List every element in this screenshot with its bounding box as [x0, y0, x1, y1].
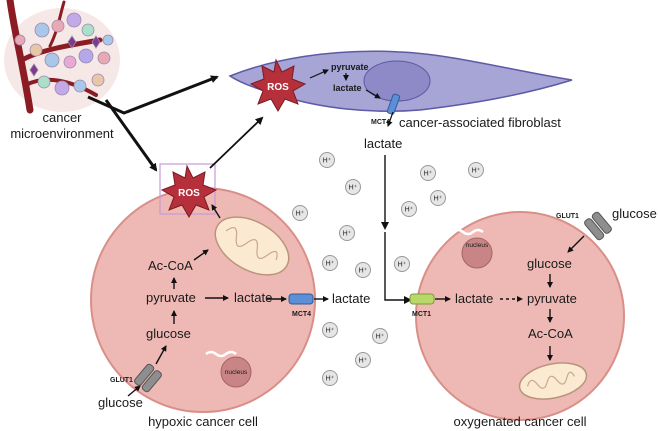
hyp-pyruvate-label: pyruvate	[146, 290, 196, 305]
oxy-glucose-label: glucose	[527, 256, 572, 271]
hplus-ion: H⁺	[394, 256, 410, 272]
arrow-caf-lactate-to-mct4	[365, 89, 381, 99]
hypoxic-dna-strand	[205, 350, 237, 358]
hypoxic-nucleus-label: nucleus	[225, 369, 248, 376]
tumor-cells	[14, 12, 114, 96]
hypoxic-cell-label: hypoxic cancer cell	[148, 414, 258, 429]
hplus-ion: H⁺	[468, 162, 484, 178]
svg-text:H⁺: H⁺	[326, 376, 335, 383]
caf-mct4-transporter	[386, 93, 401, 115]
hplus-ion: H⁺	[292, 205, 308, 221]
caf-label: cancer-associated fibroblast	[399, 115, 561, 130]
tme-label-line-2: microenvironment	[10, 126, 114, 141]
caf-lactate-label: lactate	[333, 83, 362, 93]
hypoxic-nucleus	[220, 356, 252, 388]
svg-text:H⁺: H⁺	[405, 207, 414, 214]
oxy-glut1-label: GLUT1	[556, 213, 579, 220]
arrow-glut1-to-oxy-glucose	[567, 235, 585, 253]
lactate-below-caf-label: lactate	[364, 136, 402, 151]
caf-mct4-label: MCT4	[371, 119, 390, 126]
oxygenated-dna-strand	[452, 228, 484, 236]
tme-label-line-1: cancer	[42, 110, 82, 125]
svg-text:H⁺: H⁺	[323, 158, 332, 165]
mitochondrion-hypoxic	[214, 216, 290, 276]
hplus-ion: H⁺	[420, 165, 436, 181]
hplus-ion: H⁺	[401, 201, 417, 217]
svg-text:H⁺: H⁺	[359, 358, 368, 365]
ros-burst-caf	[249, 58, 307, 112]
svg-text:H⁺: H⁺	[398, 262, 407, 269]
svg-text:H⁺: H⁺	[376, 334, 385, 341]
hyp-lactate-label: lactate	[234, 290, 272, 305]
oxy-glucose-outside-label: glucose	[612, 206, 657, 221]
arrow-lactate-to-mct1	[384, 232, 412, 304]
arrow-glucose-into-hypoxic	[127, 385, 141, 397]
svg-text:H⁺: H⁺	[326, 328, 335, 335]
extracellular-lactate-label: lactate	[332, 291, 370, 306]
oxygenated-mct1-transporter	[409, 293, 435, 305]
svg-text:H⁺: H⁺	[326, 261, 335, 268]
hplus-ion: H⁺	[322, 370, 338, 386]
hplus-ion: H⁺	[339, 225, 355, 241]
oxygenated-glut1-transporter	[584, 211, 612, 241]
hplus-ion: H⁺	[430, 190, 446, 206]
tumor-microenvironment-illustration	[4, 0, 120, 114]
hplus-ion: H⁺	[355, 262, 371, 278]
oxy-mct1-label: MCT1	[412, 311, 431, 318]
oxygenated-nucleus-label: nucleus	[466, 242, 489, 249]
hplus-ion: H⁺	[372, 328, 388, 344]
caf-pyruvate-label: pyruvate	[331, 62, 369, 72]
svg-text:H⁺: H⁺	[424, 171, 433, 178]
svg-text:H⁺: H⁺	[349, 185, 358, 192]
svg-text:H⁺: H⁺	[296, 211, 305, 218]
hplus-ion: H⁺	[319, 152, 335, 168]
oxy-pyruvate-label: pyruvate	[527, 291, 577, 306]
oxygenated-nucleus	[461, 237, 493, 269]
hyp-glucose-label: glucose	[146, 326, 191, 341]
hplus-ion: H⁺	[345, 179, 361, 195]
svg-text:H⁺: H⁺	[472, 168, 481, 175]
mitochondrion-oxygenated	[518, 362, 588, 400]
oxy-acoa-label: Ac-CoA	[528, 326, 573, 341]
hyp-glucose-outside-label: glucose	[98, 395, 143, 410]
oxy-lactate-label: lactate	[455, 291, 493, 306]
arrow-hypoxic-ros-to-caf-ros	[209, 116, 264, 169]
hypoxic-glut1-transporter	[134, 363, 162, 393]
svg-text:H⁺: H⁺	[343, 231, 352, 238]
arrow-caf-mct4-out	[386, 111, 394, 127]
hplus-ion: H⁺	[322, 255, 338, 271]
hypoxic-mct4-transporter	[288, 293, 314, 305]
oxygenated-cell-label: oxygenated cancer cell	[454, 414, 587, 429]
hyp-glut1-label: GLUT1	[110, 377, 133, 384]
ros-burst-hypoxic	[160, 164, 218, 218]
arrow-hyp-acoa-to-mito	[193, 249, 209, 261]
hplus-ion: H⁺	[355, 352, 371, 368]
arrow-caf-ros-to-pyruvate	[309, 69, 329, 79]
arrow-mito-to-ros	[211, 204, 221, 219]
proton-ions: H⁺ H⁺ H⁺ H⁺ H⁺ H⁺ H⁺ H⁺ H⁺ H⁺ H⁺ H⁺ H⁺ H…	[292, 152, 484, 386]
arrow-hyp-glut1-to-glucose	[155, 345, 167, 365]
hplus-ion: H⁺	[322, 322, 338, 338]
ros-label-caf: ROS	[267, 82, 289, 93]
svg-text:H⁺: H⁺	[434, 196, 443, 203]
arrow-tme-to-hypoxic-ros	[104, 99, 158, 172]
ros-label-hypoxic: ROS	[178, 188, 200, 199]
svg-text:H⁺: H⁺	[359, 268, 368, 275]
arrow-tme-to-caf	[87, 75, 219, 115]
hyp-acoa-label: Ac-CoA	[148, 258, 193, 273]
hyp-mct4-label: MCT4	[292, 311, 311, 318]
